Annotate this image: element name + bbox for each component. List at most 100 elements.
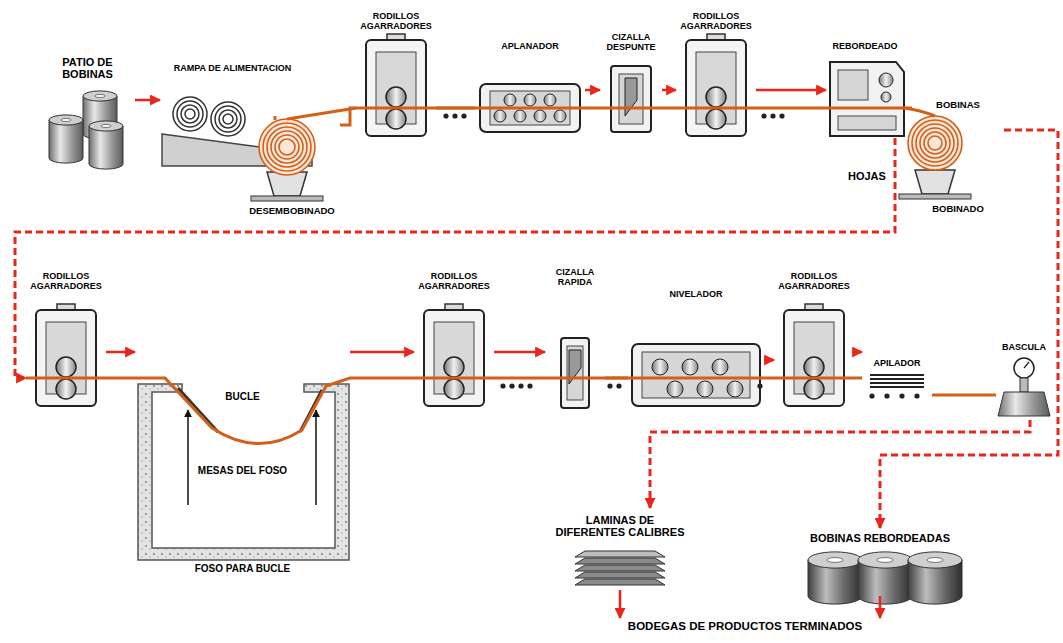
station-label: APLANADOR: [475, 42, 585, 52]
coil-stock-top: [49, 115, 83, 125]
edger-roll: [881, 92, 891, 102]
flow-arrow: [135, 99, 160, 102]
process-station: CIZALLA RAPIDA: [545, 265, 605, 410]
uncoiling-coil: [275, 135, 299, 159]
station-label: BOBINADO: [912, 204, 1004, 214]
leveller-roll: [682, 359, 698, 375]
shear-window: [619, 74, 643, 124]
station-label: RODILLOS AGARRADORES: [414, 272, 494, 292]
leveller-roll: [667, 381, 683, 397]
process-station: RAMPA DE ALIMENTACION: [160, 60, 305, 116]
scale-stem: [1020, 378, 1028, 392]
strip-connector: [436, 107, 475, 110]
ramp-coil: [219, 110, 237, 128]
strip-connector: [605, 377, 628, 380]
pinch-roll: [706, 87, 726, 107]
process-station: APLANADOR: [475, 38, 585, 134]
scale-needle: [1024, 362, 1029, 368]
finished-coil-top: [858, 552, 912, 568]
process-station: REBORDEADO: [826, 38, 904, 138]
process-station: DESEMBOBINADO: [244, 120, 340, 220]
station-label: LAMINAS DE DIFERENTES CALIBRES: [555, 514, 685, 538]
pinch-roll: [386, 109, 406, 129]
uncoiling-coil: [271, 131, 303, 163]
process-station: BASCULA: [996, 340, 1052, 420]
finished-coil-core: [877, 558, 893, 563]
strip-connector: [274, 116, 277, 120]
recoiled-coil: [924, 132, 946, 154]
flow-arrow: [650, 420, 1030, 508]
conveyor-roller: [899, 393, 904, 398]
uncoiler-stand-base: [251, 196, 323, 201]
finished-coil-top: [808, 552, 862, 568]
strip-connector: [904, 107, 912, 110]
edger-body: [830, 62, 904, 136]
conveyor-roller: [914, 393, 919, 398]
ramp-coil: [185, 109, 195, 119]
station-label: BUCLE: [135, 391, 350, 402]
leveller-roll: [652, 359, 668, 375]
process-station: BOBINAS REBORDEADAS: [795, 528, 965, 596]
uncoiling-coil: [279, 139, 295, 155]
conveyor-roller: [509, 383, 514, 388]
sheet-plate: [575, 558, 665, 564]
ramp-coil: [173, 97, 207, 131]
finished-coil-core: [827, 558, 843, 563]
flow-arrow: [880, 130, 1058, 528]
station-label: CIZALLA RAPIDA: [545, 268, 605, 288]
recoiled-coil: [908, 116, 962, 170]
steel-strip: [287, 108, 935, 119]
recoiler-stand: [915, 170, 955, 194]
conveyor-roller: [443, 113, 448, 118]
recoiled-coil: [920, 128, 950, 158]
station-label: DESEMBOBINADO: [244, 206, 340, 216]
roller-housing: [686, 40, 746, 136]
station-label: NIVELADOR: [628, 290, 764, 300]
shear-body: [611, 66, 651, 132]
process-station: CIZALLA DESPUNTE: [600, 30, 662, 135]
conveyor-roller: [757, 383, 762, 388]
sheet-plate: [575, 551, 665, 557]
station-label: BODEGAS DE PRODUCTOS TERMINADOS: [590, 620, 900, 633]
pinch-roll: [706, 109, 726, 129]
conveyor-roller: [500, 383, 505, 388]
coil-stock-core: [61, 118, 71, 121]
pinch-roll: [444, 357, 464, 377]
flow-arrow: [15, 138, 895, 378]
leveller-roll: [697, 381, 713, 397]
sheet-stack: [870, 374, 924, 376]
station-label: CIZALLA DESPUNTE: [600, 33, 662, 53]
flying-shear-body: [561, 338, 589, 408]
flattener-roll: [554, 110, 566, 122]
recoiled-coil: [912, 120, 958, 166]
machines: [26, 34, 1050, 604]
strip-connector: [932, 394, 996, 397]
process-station: RODILLOS AGARRADORES: [414, 268, 494, 408]
flattener-roll: [544, 94, 556, 106]
sheet-plate: [575, 579, 665, 585]
station-label: RODILLOS AGARRADORES: [26, 272, 106, 292]
roller-housing: [36, 310, 96, 406]
steel-strip: [26, 378, 862, 444]
coil-stock: [89, 126, 123, 169]
flow-arrow: [854, 351, 862, 354]
ramp-coil: [181, 105, 199, 123]
roller-housing: [366, 40, 426, 136]
process-station: RODILLOS AGARRADORES: [774, 268, 854, 408]
process-station: PATIO DE BOBINAS: [40, 56, 135, 176]
flattener-roll: [534, 110, 546, 122]
edge-label: HOJAS: [846, 170, 888, 182]
ramp-coil: [223, 114, 233, 124]
flow-arrow: [585, 89, 600, 92]
pinch-roll: [56, 379, 76, 399]
station-label: RODILLOS AGARRADORES: [774, 272, 854, 292]
uncoiling-coil: [267, 127, 307, 167]
coil-stock-core: [95, 94, 105, 97]
flow-arrow: [764, 359, 774, 362]
flying-shear-window: [567, 346, 583, 400]
pit-table: [178, 388, 218, 432]
coil-stock-top: [89, 121, 123, 131]
leveller-body: [632, 344, 760, 406]
uncoiling-coil: [259, 119, 315, 175]
